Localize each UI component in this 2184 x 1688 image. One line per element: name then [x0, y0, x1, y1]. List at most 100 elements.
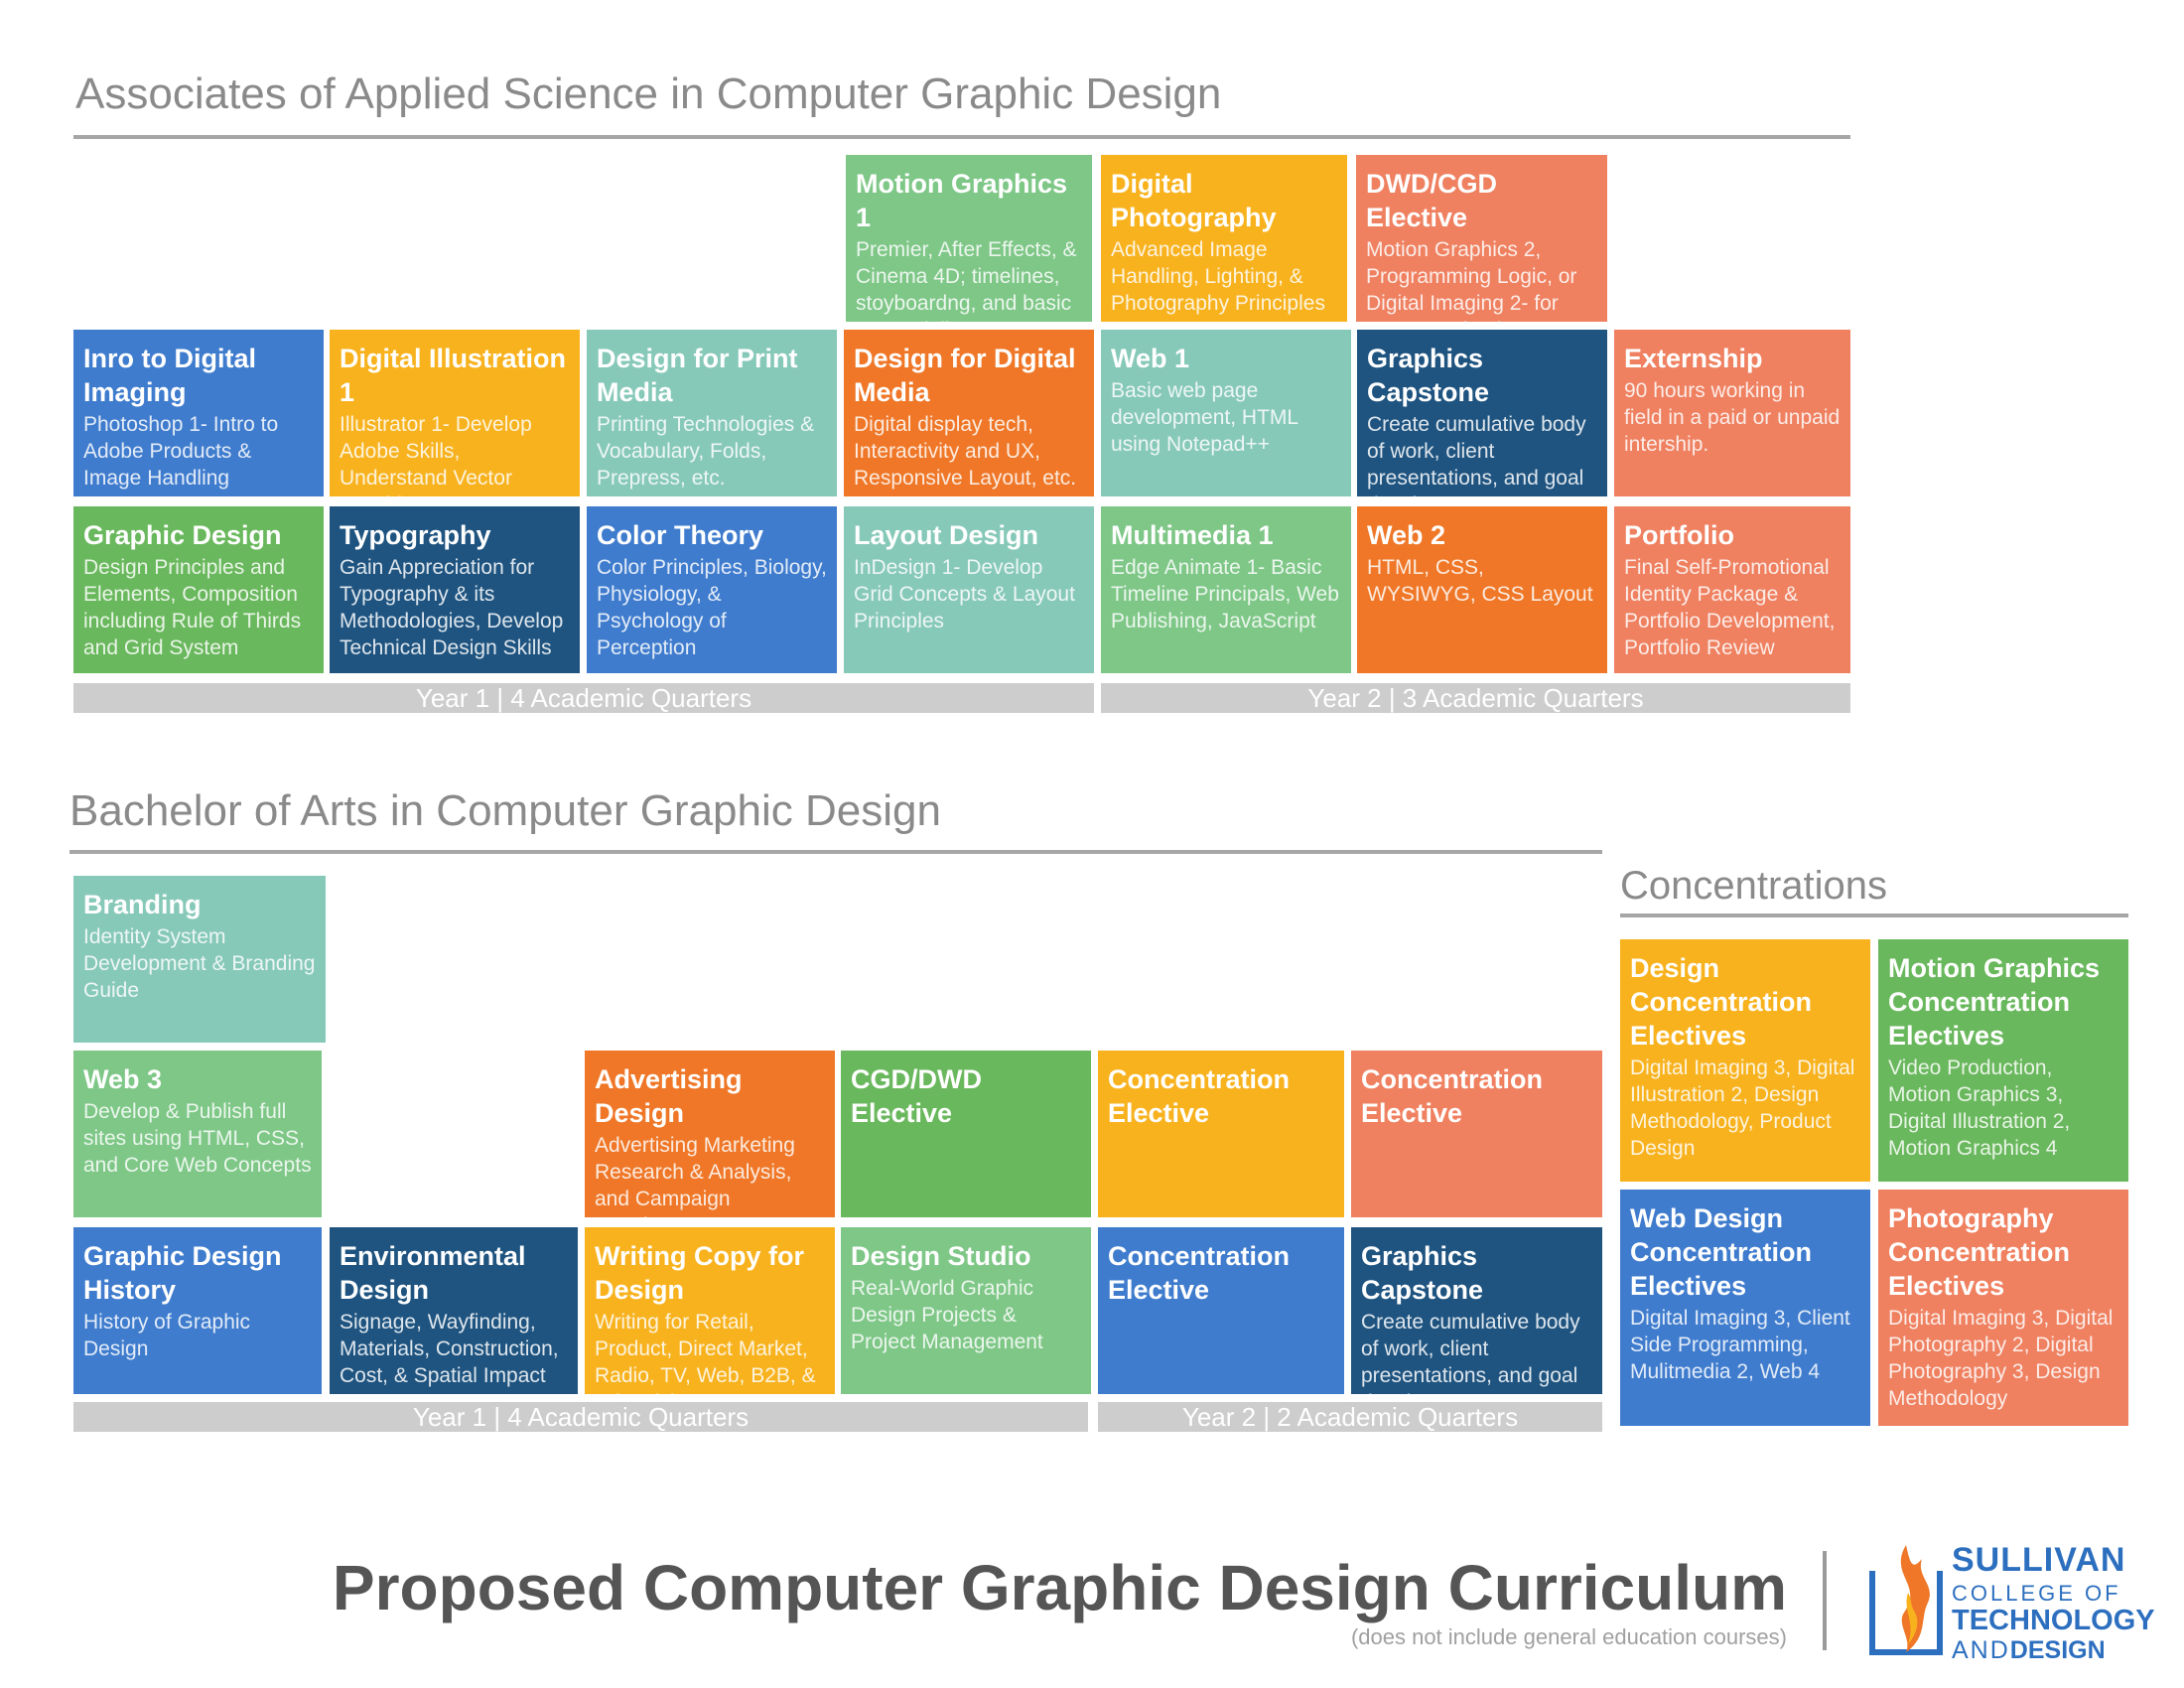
aas-title: Associates of Applied Science in Compute…: [75, 70, 1222, 118]
course-card: Color Theory Color Principles, Biology, …: [587, 506, 837, 673]
course-description: Basic web page development, HTML using N…: [1111, 379, 1298, 456]
course-card: Multimedia 1 Edge Animate 1- Basic Timel…: [1101, 506, 1351, 673]
course-description: Identity System Development & Branding G…: [83, 925, 316, 1002]
logo-design: DESIGN: [2009, 1636, 2106, 1664]
aas-year1-band: Year 1 | 4 Academic Quarters: [73, 683, 1094, 713]
footer-subtitle: (does not include general education cour…: [1350, 1624, 1787, 1649]
aas-year2-band: Year 2 | 3 Academic Quarters: [1101, 683, 1850, 713]
course-card: Layout Design InDesign 1- Develop Grid C…: [844, 506, 1094, 673]
course-title: Concentration Elective: [1108, 1241, 1291, 1305]
course-description: Advanced Image Handling, Lighting, & Pho…: [1111, 238, 1325, 315]
course-title: Externship: [1624, 344, 1763, 373]
course-description: Signage, Wayfinding, Materials, Construc…: [340, 1311, 559, 1387]
concentration-description: Digital Imaging 3, Client Side Programmi…: [1630, 1307, 1850, 1383]
course-card: Concentration Elective: [1098, 1051, 1344, 1217]
course-title: Graphic Design History: [83, 1241, 282, 1305]
course-title: Multimedia 1: [1111, 520, 1274, 550]
course-description: InDesign 1- Develop Grid Concepts & Layo…: [854, 556, 1075, 633]
course-title: Branding: [83, 890, 202, 919]
course-description: Digital display tech, Interactivity and …: [854, 413, 1077, 490]
logo-line-4: ANDDESIGN: [1952, 1636, 2106, 1665]
course-description: Real-World Graphic Design Projects & Pro…: [851, 1277, 1043, 1353]
course-description: Printing Technologies & Vocabulary, Fold…: [597, 413, 815, 490]
flame-icon: [1869, 1545, 1943, 1655]
concentration-card: Design Concentration Electives Digital I…: [1620, 939, 1870, 1182]
course-description: Writing for Retail, Product, Direct Mark…: [595, 1311, 816, 1394]
course-title: DWD/CGD Elective: [1366, 169, 1497, 232]
course-title: Design Studio: [851, 1241, 1031, 1271]
concentration-title: Web Design Concentration Electives: [1630, 1203, 1813, 1301]
concentration-title: Design Concentration Electives: [1630, 953, 1813, 1051]
logo-and: AND: [1952, 1636, 2010, 1664]
course-description: HTML, CSS, WYSIWYG, CSS Layout: [1367, 556, 1593, 606]
concentration-card: Photography Concentration Electives Digi…: [1878, 1190, 2128, 1426]
concentration-card: Motion Graphics Concentration Electives …: [1878, 939, 2128, 1182]
course-card: Graphic Design Design Principles and Ele…: [73, 506, 324, 673]
course-title: Layout Design: [854, 520, 1039, 550]
course-card: Writing Copy for Design Writing for Reta…: [585, 1227, 835, 1394]
course-title: Environmental Design: [340, 1241, 526, 1305]
course-title: Design for Digital Media: [854, 344, 1076, 407]
course-card: Design for Print Media Printing Technolo…: [587, 330, 837, 496]
course-description: Design Principles and Elements, Composit…: [83, 556, 302, 659]
course-card: Web 1 Basic web page development, HTML u…: [1101, 330, 1351, 496]
course-title: Color Theory: [597, 520, 764, 550]
course-card: Branding Identity System Development & B…: [73, 876, 326, 1043]
course-title: Typography: [340, 520, 491, 550]
course-card: Graphics Capstone Create cumulative body…: [1357, 330, 1607, 496]
concentration-title: Photography Concentration Electives: [1888, 1203, 2071, 1301]
concentrations-title-rule: [1620, 914, 2128, 917]
course-title: Digital Illustration 1: [340, 344, 567, 407]
course-title: Design for Print Media: [597, 344, 798, 407]
course-title: Advertising Design: [595, 1064, 743, 1128]
concentration-description: Digital Imaging 3, Digital Illustration …: [1630, 1056, 1855, 1160]
course-card: Graphic Design History History of Graphi…: [73, 1227, 322, 1394]
concentration-title: Motion Graphics Concentration Electives: [1888, 953, 2101, 1051]
concentrations-title: Concentrations: [1620, 864, 1888, 908]
course-card: DWD/CGD Elective Motion Graphics 2, Prog…: [1356, 155, 1607, 322]
course-title: Digital Photography: [1111, 169, 1277, 232]
concentration-card: Web Design Concentration Electives Digit…: [1620, 1190, 1870, 1426]
course-description: Premier, After Effects, & Cinema 4D; tim…: [856, 238, 1077, 322]
course-description: Create cumulative body of work, client p…: [1367, 413, 1586, 496]
concentration-description: Video Production, Motion Graphics 3, Dig…: [1888, 1056, 2071, 1160]
course-card: Typography Gain Appreciation for Typogra…: [330, 506, 580, 673]
course-title: Graphics Capstone: [1367, 344, 1490, 407]
ba-title-rule: [69, 850, 1602, 854]
course-card: Design Studio Real-World Graphic Design …: [841, 1227, 1091, 1394]
course-title: Inro to Digital Imaging: [83, 344, 256, 407]
course-card: Inro to Digital Imaging Photoshop 1- Int…: [73, 330, 324, 496]
course-card: Advertising Design Advertising Marketing…: [585, 1051, 835, 1217]
course-card: Environmental Design Signage, Wayfinding…: [330, 1227, 578, 1394]
course-description: Advertising Marketing Research & Analysi…: [595, 1134, 795, 1217]
course-description: 90 hours working in field in a paid or u…: [1624, 379, 1841, 456]
course-card: Web 3 Develop & Publish full sites using…: [73, 1051, 322, 1217]
course-title: Writing Copy for Design: [595, 1241, 804, 1305]
course-card: Digital Photography Advanced Image Handl…: [1101, 155, 1347, 322]
course-description: Develop & Publish full sites using HTML,…: [83, 1100, 312, 1177]
footer-divider: [1823, 1551, 1827, 1650]
course-description: History of Graphic Design: [83, 1311, 251, 1360]
course-card: Motion Graphics 1 Premier, After Effects…: [846, 155, 1092, 322]
course-card: Concentration Elective: [1098, 1227, 1344, 1394]
course-card: CGD/DWD Elective: [841, 1051, 1091, 1217]
course-title: Concentration Elective: [1361, 1064, 1544, 1128]
ba-title: Bachelor of Arts in Computer Graphic Des…: [69, 786, 941, 835]
course-title: Web 1: [1111, 344, 1190, 373]
course-title: Portfolio: [1624, 520, 1734, 550]
course-description: Color Principles, Biology, Physiology, &…: [597, 556, 827, 659]
ba-year2-band: Year 2 | 2 Academic Quarters: [1098, 1402, 1602, 1432]
course-description: Photoshop 1- Intro to Adobe Products & I…: [83, 413, 279, 490]
course-title: Web 3: [83, 1064, 163, 1094]
course-title: Motion Graphics 1: [856, 169, 1068, 232]
aas-title-rule: [73, 135, 1850, 139]
course-card: Web 2 HTML, CSS, WYSIWYG, CSS Layout: [1357, 506, 1607, 673]
college-logo: SULLIVAN COLLEGE OF TECHNOLOGY ANDDESIGN: [1866, 1541, 2174, 1664]
course-title: Web 2: [1367, 520, 1446, 550]
course-title: Graphic Design: [83, 520, 282, 550]
footer-title: Proposed Computer Graphic Design Curricu…: [332, 1552, 1787, 1623]
course-card: Design for Digital Media Digital display…: [844, 330, 1094, 496]
course-description: Gain Appreciation for Typography & its M…: [340, 556, 564, 659]
course-card: Portfolio Final Self-Promotional Identit…: [1614, 506, 1850, 673]
course-title: Graphics Capstone: [1361, 1241, 1484, 1305]
